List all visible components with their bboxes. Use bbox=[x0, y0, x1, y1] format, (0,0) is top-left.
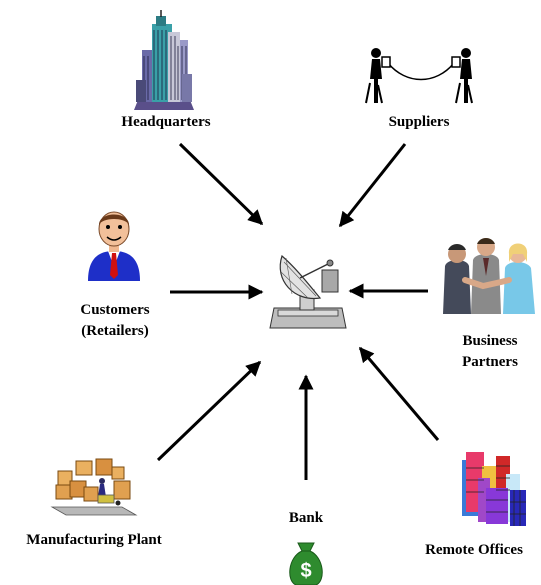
manufacturing-plant-label: Manufacturing Plant bbox=[26, 532, 162, 548]
business-partners-label-line2: Partners bbox=[462, 354, 518, 370]
remote-offices-label: Remote Offices bbox=[425, 542, 523, 558]
tin-can-telephone-icon bbox=[365, 48, 473, 104]
businessman-icon bbox=[88, 211, 140, 281]
customers-label: Customers (Retailers) bbox=[60, 300, 170, 342]
suppliers-label: Suppliers bbox=[388, 114, 450, 130]
svg-text:$: $ bbox=[300, 560, 311, 582]
bank-label: Bank bbox=[288, 510, 324, 526]
arrow-headquarters-to-hub bbox=[178, 142, 264, 226]
office-buildings-icon bbox=[462, 452, 526, 526]
handshake-icon bbox=[443, 238, 535, 314]
customers-label-line1: Customers bbox=[80, 302, 150, 318]
skyscraper-icon bbox=[134, 10, 194, 110]
business-partners-label: Business Partners bbox=[440, 331, 540, 373]
customers-label-line2: (Retailers) bbox=[81, 323, 149, 339]
arrow-suppliers-to-hub bbox=[338, 143, 407, 228]
business-partners-label-line1: Business bbox=[462, 333, 518, 349]
arrow-remote-to-hub bbox=[358, 346, 440, 441]
satellite-dish-icon bbox=[269, 254, 347, 329]
headquarters-label: Headquarters bbox=[121, 114, 211, 130]
money-bag-icon: $ bbox=[289, 542, 323, 585]
arrow-plant-to-hub bbox=[156, 360, 262, 462]
factory-boxes-icon bbox=[50, 458, 138, 516]
